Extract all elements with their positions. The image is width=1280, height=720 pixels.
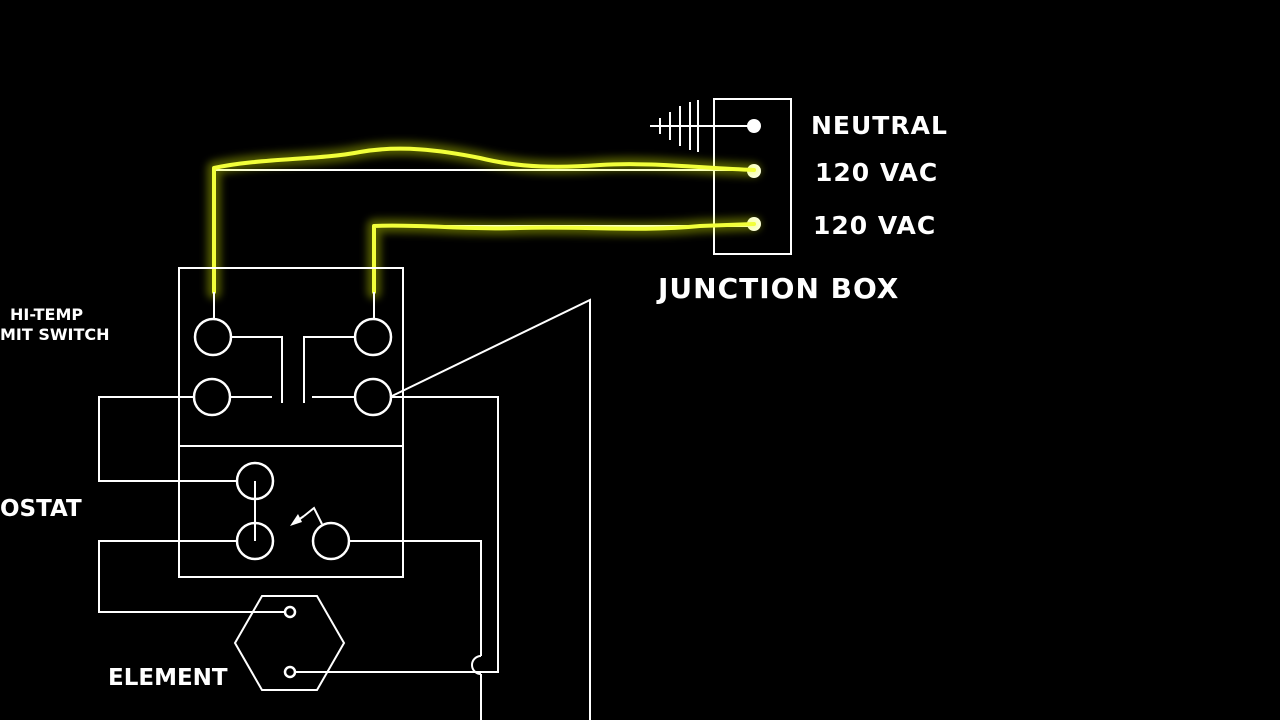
neutral-label: NEUTRAL bbox=[811, 111, 948, 140]
element-hexagon bbox=[233, 595, 346, 691]
junction-box-outline bbox=[713, 98, 792, 255]
ground-symbol-icon bbox=[650, 100, 754, 152]
limit-switch-label-line1: HI-TEMP bbox=[10, 305, 83, 324]
vac1-label: 120 VAC bbox=[815, 158, 938, 187]
thermostat-label: OSTAT bbox=[0, 496, 82, 522]
junction-box-label: JUNCTION BOX bbox=[656, 272, 899, 305]
limit-terminal-bottom-left bbox=[192, 377, 232, 417]
element-terminal-top bbox=[283, 605, 297, 619]
hi-temp-limit-switch bbox=[178, 267, 404, 447]
circuit-wires bbox=[98, 298, 591, 720]
energized-wires bbox=[207, 141, 761, 299]
limit-terminal-top-right bbox=[353, 317, 393, 357]
limit-switch-label-line2: MIT SWITCH bbox=[0, 325, 110, 344]
thermostat bbox=[178, 445, 404, 578]
element-label: ELEMENT bbox=[108, 665, 228, 691]
energized-wire-line1 bbox=[212, 146, 756, 294]
heating-element bbox=[233, 595, 346, 691]
energized-wire-line2 bbox=[372, 222, 756, 294]
thermostat-terminal-right bbox=[311, 521, 351, 561]
limit-terminal-top-left bbox=[193, 317, 233, 357]
limit-terminal-bottom-right bbox=[353, 377, 393, 417]
neutral-terminal bbox=[747, 119, 761, 133]
thermostat-housing bbox=[178, 445, 404, 578]
element-terminal-bottom bbox=[283, 665, 297, 679]
switch-arrow-icon bbox=[290, 506, 323, 526]
vac2-label: 120 VAC bbox=[813, 211, 936, 240]
